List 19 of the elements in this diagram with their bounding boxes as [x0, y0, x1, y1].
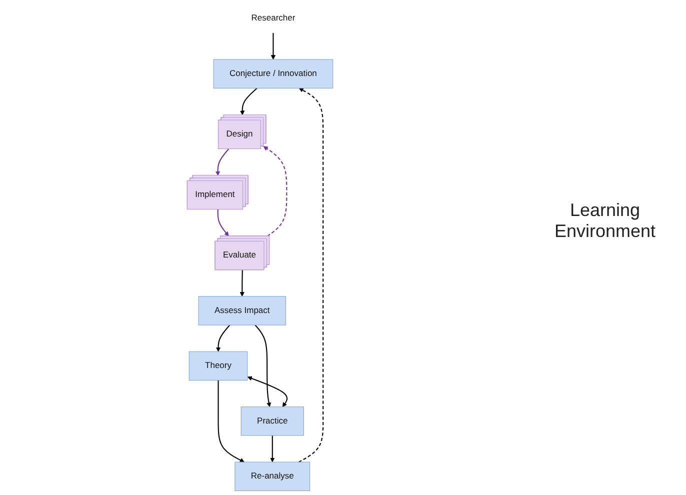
arrow	[217, 210, 229, 236]
arrow	[263, 146, 288, 237]
arrow	[240, 88, 258, 116]
arrow	[270, 436, 275, 462]
arrow	[298, 88, 324, 463]
arrow	[254, 324, 272, 408]
arrow	[247, 376, 288, 408]
node-box: Practice	[240, 406, 304, 436]
node-box: Assess Impact	[198, 296, 286, 326]
node-box: Re-analyse	[234, 462, 310, 492]
arrow	[215, 148, 230, 176]
arrow	[270, 32, 276, 60]
node-text: Researcher	[251, 14, 296, 23]
arrow	[240, 270, 244, 297]
arrow	[216, 324, 230, 352]
node-box: Theory	[188, 351, 248, 381]
arrow	[218, 380, 244, 462]
note-text: Learning Environment	[553, 200, 657, 242]
node-box: Conjecture / Innovation	[213, 59, 334, 88]
